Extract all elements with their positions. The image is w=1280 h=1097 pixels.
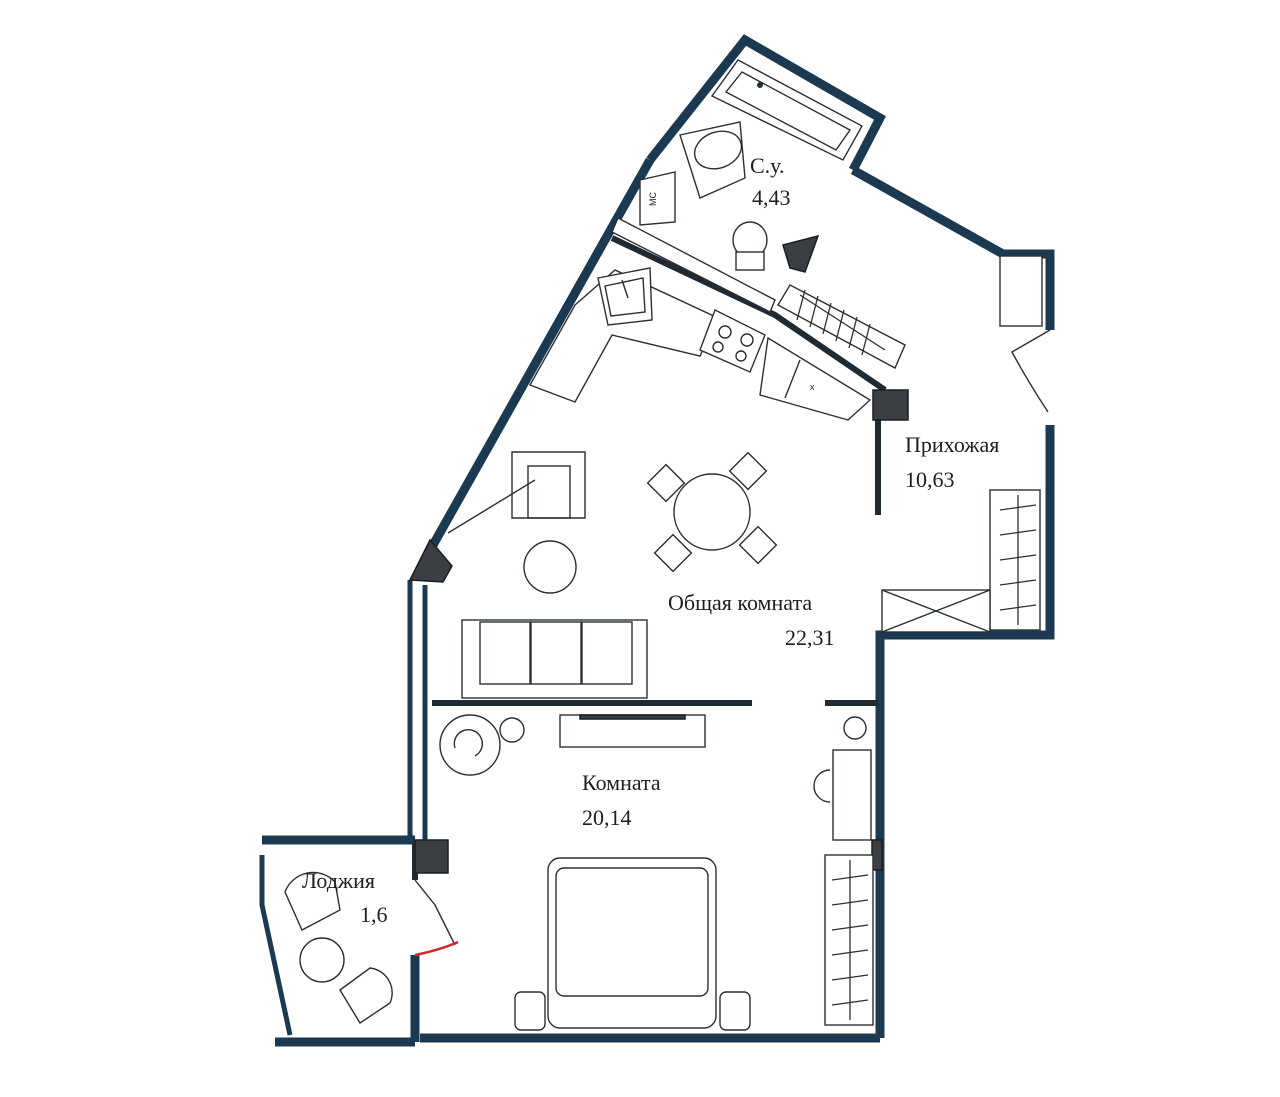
kitchen (528, 267, 872, 421)
bathroom-area: 4,43 (752, 185, 791, 210)
fridge-mark: x (810, 382, 815, 392)
wardrobe-kitchen (777, 284, 906, 369)
common-room-name: Общая комната (668, 590, 812, 615)
bathroom-name: С.у. (750, 153, 784, 178)
hallway-name: Прихожая (905, 432, 999, 457)
outer-walls (259, 34, 1055, 1047)
hallway-fixtures (881, 255, 1051, 633)
room-name: Комната (582, 770, 661, 795)
washer-label: МС (648, 192, 658, 206)
hallway-area: 10,63 (905, 467, 955, 492)
loggia-furniture (284, 871, 459, 1024)
loggia-area: 1,6 (360, 902, 388, 927)
common-room-area: 22,31 (785, 625, 835, 650)
columns (408, 234, 909, 874)
bedroom-furniture (439, 714, 874, 1031)
inner-walls (412, 235, 887, 880)
common-room-furniture (447, 451, 778, 699)
loggia-name: Лоджия (302, 868, 375, 893)
bathroom-fixtures (611, 59, 863, 313)
room-area: 20,14 (582, 805, 632, 830)
